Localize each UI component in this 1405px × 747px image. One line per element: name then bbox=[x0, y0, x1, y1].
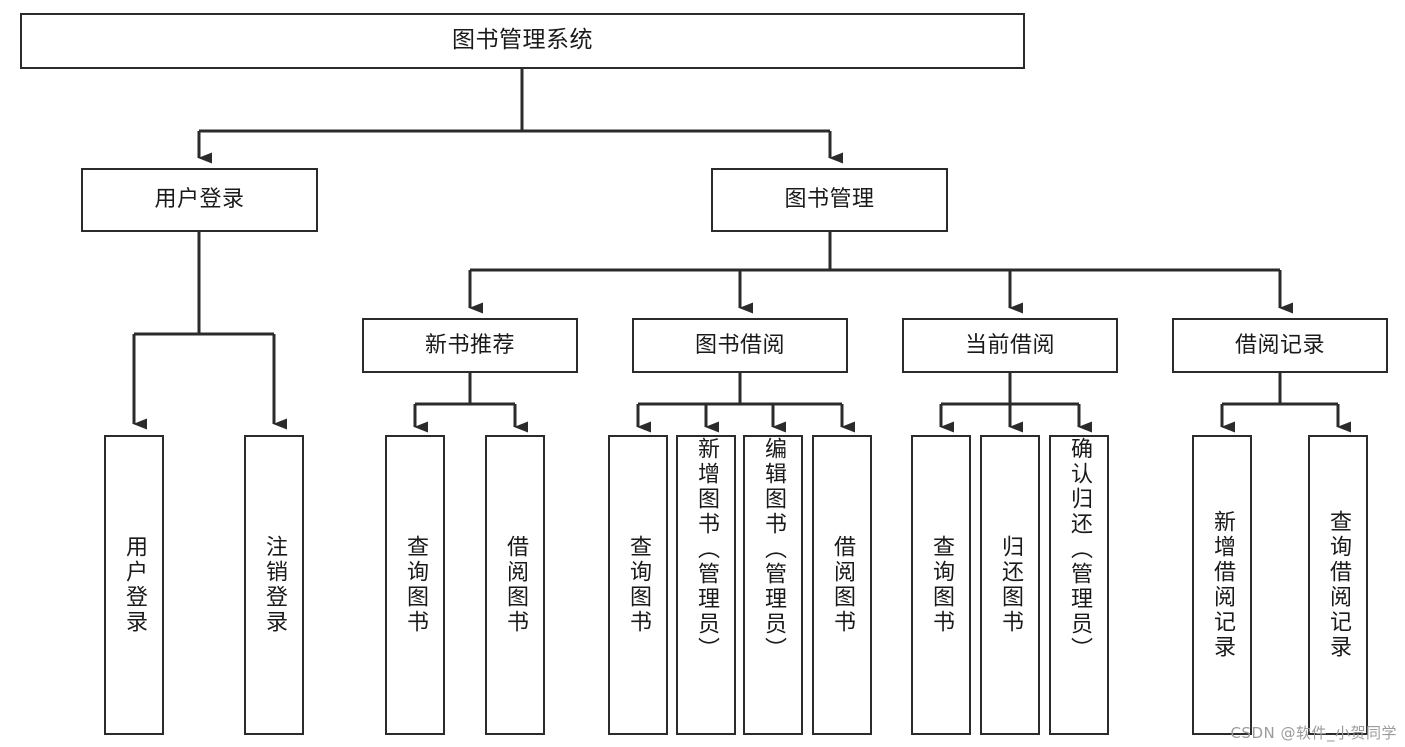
leaf-query-borrowing-record-label: 查询借阅记录 bbox=[1326, 510, 1351, 660]
leaf-add-borrowing-record-label: 新增借阅记录 bbox=[1210, 510, 1235, 660]
leaf-logout-login-label: 注销登录 bbox=[262, 535, 287, 635]
leaf-user-login[interactable]: 用户登录 bbox=[104, 435, 164, 735]
leaf-query-book-recommendation-label: 查询图书 bbox=[403, 535, 428, 635]
node-book-borrowing[interactable]: 图书借阅 bbox=[632, 318, 848, 373]
node-root-book-management-system[interactable]: 图书管理系统 bbox=[20, 13, 1025, 69]
leaf-borrow-book-borrowing-label: 借阅图书 bbox=[830, 535, 855, 635]
leaf-user-login-label: 用户登录 bbox=[122, 535, 147, 635]
leaf-query-book-borrowing-label: 查询图书 bbox=[626, 535, 651, 635]
leaf-edit-book-admin[interactable]: 编辑图书（管理员） bbox=[743, 435, 803, 735]
node-current-borrowing-label: 当前借阅 bbox=[964, 332, 1055, 358]
node-borrowing-record-label: 借阅记录 bbox=[1234, 332, 1325, 358]
leaf-add-borrowing-record[interactable]: 新增借阅记录 bbox=[1192, 435, 1252, 735]
node-new-book-recommendation[interactable]: 新书推荐 bbox=[362, 318, 578, 373]
leaf-confirm-return-admin-label: 确认归还（管理员） bbox=[1067, 437, 1092, 662]
leaf-query-book-recommendation[interactable]: 查询图书 bbox=[385, 435, 445, 735]
node-book-management-label: 图书管理 bbox=[784, 187, 875, 213]
node-new-book-recommendation-label: 新书推荐 bbox=[424, 332, 515, 358]
leaf-return-book[interactable]: 归还图书 bbox=[980, 435, 1040, 735]
leaf-query-book-current-label: 查询图书 bbox=[929, 535, 954, 635]
leaf-borrow-book-borrowing[interactable]: 借阅图书 bbox=[812, 435, 872, 735]
leaf-confirm-return-admin[interactable]: 确认归还（管理员） bbox=[1049, 435, 1109, 735]
node-current-borrowing[interactable]: 当前借阅 bbox=[902, 318, 1118, 373]
leaf-query-book-borrowing[interactable]: 查询图书 bbox=[608, 435, 668, 735]
node-borrowing-record[interactable]: 借阅记录 bbox=[1172, 318, 1388, 373]
leaf-borrow-book-recommendation-label: 借阅图书 bbox=[503, 535, 528, 635]
leaf-logout-login[interactable]: 注销登录 bbox=[244, 435, 304, 735]
node-book-borrowing-label: 图书借阅 bbox=[694, 332, 785, 358]
leaf-add-book-admin-label: 新增图书（管理员） bbox=[694, 437, 719, 662]
leaf-return-book-label: 归还图书 bbox=[998, 535, 1023, 635]
leaf-query-borrowing-record[interactable]: 查询借阅记录 bbox=[1308, 435, 1368, 735]
node-user-login[interactable]: 用户登录 bbox=[81, 168, 318, 232]
leaf-borrow-book-recommendation[interactable]: 借阅图书 bbox=[485, 435, 545, 735]
leaf-add-book-admin[interactable]: 新增图书（管理员） bbox=[676, 435, 736, 735]
node-root-label: 图书管理系统 bbox=[452, 27, 593, 54]
node-book-management[interactable]: 图书管理 bbox=[711, 168, 948, 232]
node-user-login-label: 用户登录 bbox=[154, 187, 245, 213]
leaf-query-book-current[interactable]: 查询图书 bbox=[911, 435, 971, 735]
leaf-edit-book-admin-label: 编辑图书（管理员） bbox=[761, 437, 786, 662]
